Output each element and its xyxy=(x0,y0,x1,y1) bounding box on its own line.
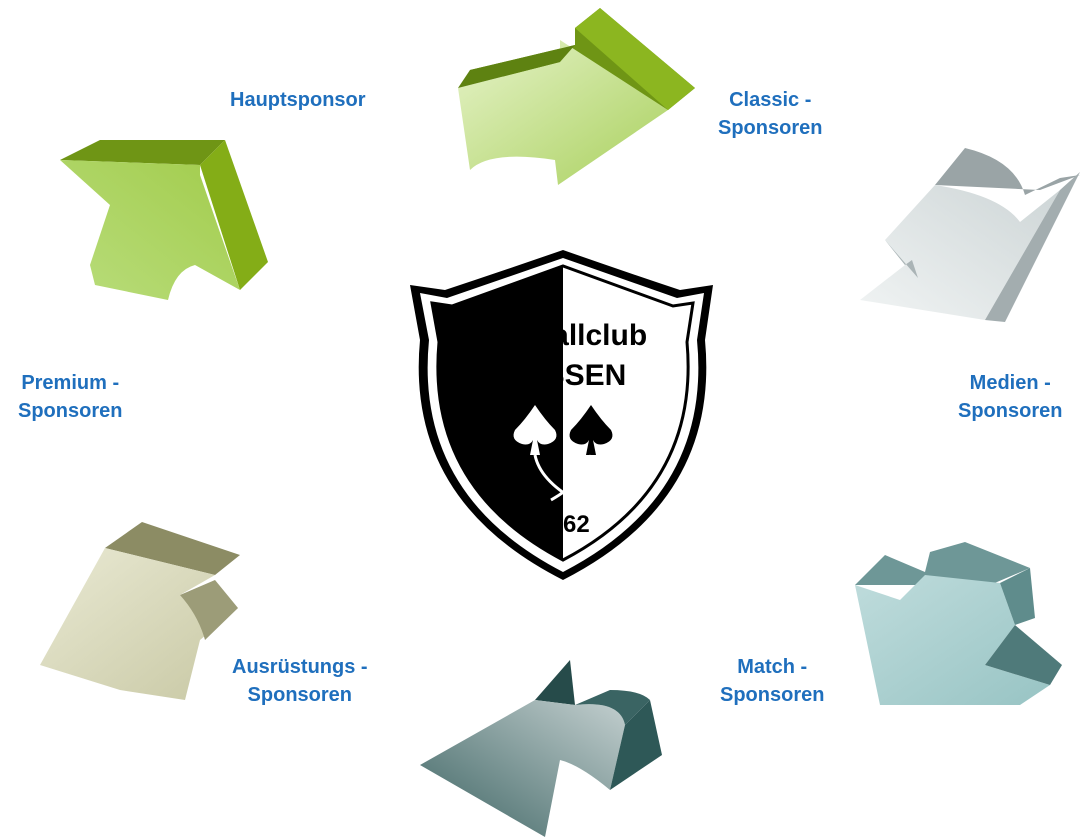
logo-line2: KÖSSEN xyxy=(500,359,627,392)
logo-line1: Fußballclub xyxy=(479,319,647,352)
label-hauptsponsor: Hauptsponsor xyxy=(230,89,366,111)
arrow-hauptsponsor xyxy=(60,140,268,300)
arrow-ausruestung-return xyxy=(420,660,662,837)
logo-year: 1962 xyxy=(536,511,589,538)
arrow-classic xyxy=(458,8,695,185)
arrow-match xyxy=(855,542,1062,705)
arrow-medien xyxy=(860,148,1080,322)
label-classic: Classic - Sponsoren xyxy=(718,89,823,139)
label-match: Match - Sponsoren xyxy=(720,656,825,706)
arrow-premium xyxy=(40,522,240,700)
label-medien: Medien - Sponsoren xyxy=(958,372,1063,422)
club-logo: Fußballclub KÖSSEN 1962 xyxy=(410,250,713,580)
label-premium: Premium - Sponsoren xyxy=(18,372,123,422)
label-ausruestung: Ausrüstungs - Sponsoren xyxy=(232,656,368,706)
